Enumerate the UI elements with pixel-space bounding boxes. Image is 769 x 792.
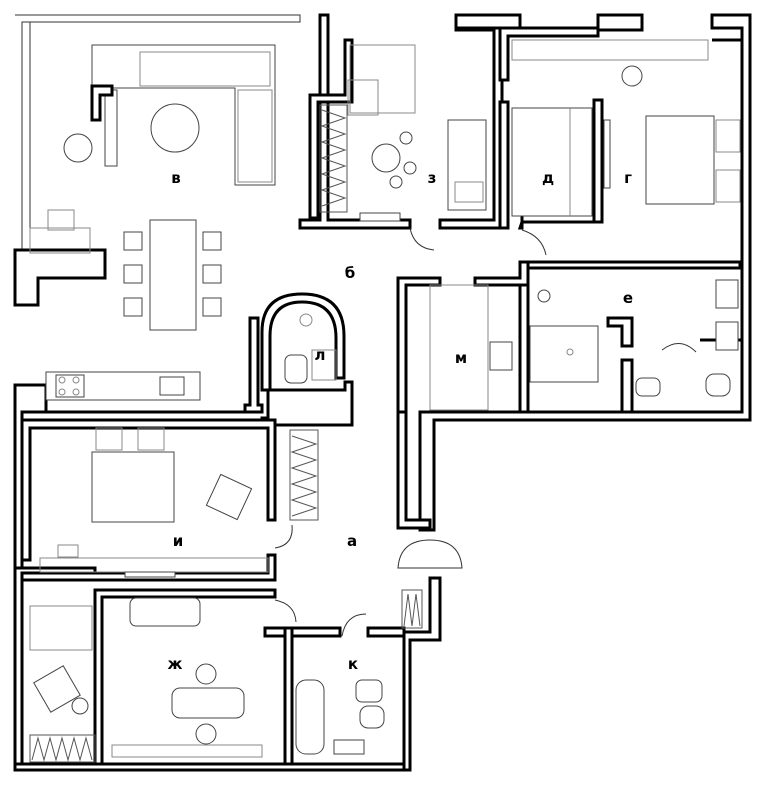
door-entry bbox=[397, 539, 463, 569]
room-label-b: б bbox=[345, 264, 355, 282]
living-room-furniture bbox=[29, 44, 276, 401]
chair-g bbox=[621, 65, 643, 87]
tv-unit bbox=[104, 89, 118, 167]
room-label-k: к bbox=[348, 655, 358, 673]
bidet-e bbox=[705, 373, 731, 397]
room-label-zh: ж bbox=[168, 655, 183, 673]
wardrobe-d bbox=[511, 107, 593, 217]
sink-m bbox=[489, 341, 513, 371]
armchair-zh bbox=[33, 665, 81, 713]
sink-l bbox=[311, 349, 337, 381]
room-label-l: л bbox=[315, 346, 326, 364]
sink-e1 bbox=[715, 279, 739, 309]
terrace-outline bbox=[15, 14, 301, 250]
room-k-furniture bbox=[295, 589, 423, 755]
door-zh bbox=[274, 599, 297, 623]
room-label-g: г bbox=[624, 169, 632, 187]
room-label-z: з bbox=[428, 169, 437, 187]
sofa-zh bbox=[129, 597, 201, 627]
door-d bbox=[521, 229, 547, 256]
doors bbox=[274, 227, 697, 637]
room-l-round bbox=[260, 292, 346, 392]
toilet-k bbox=[355, 679, 383, 703]
closet-m bbox=[429, 284, 489, 411]
room-label-i: и bbox=[173, 532, 184, 550]
kitchen-sink bbox=[159, 376, 185, 396]
toilet-e bbox=[635, 377, 661, 397]
tv-i bbox=[124, 571, 176, 578]
bathtub-k bbox=[295, 679, 325, 755]
shower-drain bbox=[299, 313, 313, 327]
sideboard bbox=[29, 227, 91, 254]
interior-walls bbox=[20, 26, 742, 766]
room-label-e: е bbox=[623, 289, 633, 307]
dining-table bbox=[149, 219, 197, 331]
bed-z bbox=[447, 119, 487, 211]
sink-k bbox=[333, 739, 365, 755]
side-table bbox=[63, 133, 93, 163]
door-k bbox=[341, 613, 367, 637]
room-label-a: а bbox=[347, 532, 357, 550]
chair-zh1 bbox=[195, 663, 217, 685]
room-zh-furniture bbox=[29, 597, 263, 763]
door-i bbox=[274, 524, 293, 549]
cooktop bbox=[55, 374, 85, 398]
toilet-l bbox=[284, 354, 308, 384]
room-m-furniture bbox=[429, 284, 513, 411]
coffee-table bbox=[150, 103, 200, 153]
chair-zh2 bbox=[195, 723, 217, 745]
desk-zh bbox=[171, 687, 245, 719]
round-table-z bbox=[371, 143, 401, 173]
room-i-furniture bbox=[39, 427, 319, 578]
room-e-furniture bbox=[529, 279, 739, 397]
bed-g bbox=[645, 115, 715, 205]
room-label-v: в bbox=[171, 169, 181, 187]
sink-e2 bbox=[715, 321, 739, 351]
room-label-d: д bbox=[542, 169, 554, 187]
room-g-d-furniture bbox=[511, 39, 741, 217]
bidet-k bbox=[359, 705, 385, 729]
room-labels: а б в г д е ж з и к л м bbox=[168, 169, 634, 673]
armchair-i bbox=[205, 473, 253, 521]
shower-tray-e bbox=[529, 325, 599, 383]
room-label-m: м bbox=[455, 349, 467, 367]
door-z bbox=[409, 227, 435, 251]
door-e bbox=[661, 343, 697, 353]
room-z-furniture bbox=[319, 44, 487, 222]
bed-i bbox=[91, 451, 175, 523]
